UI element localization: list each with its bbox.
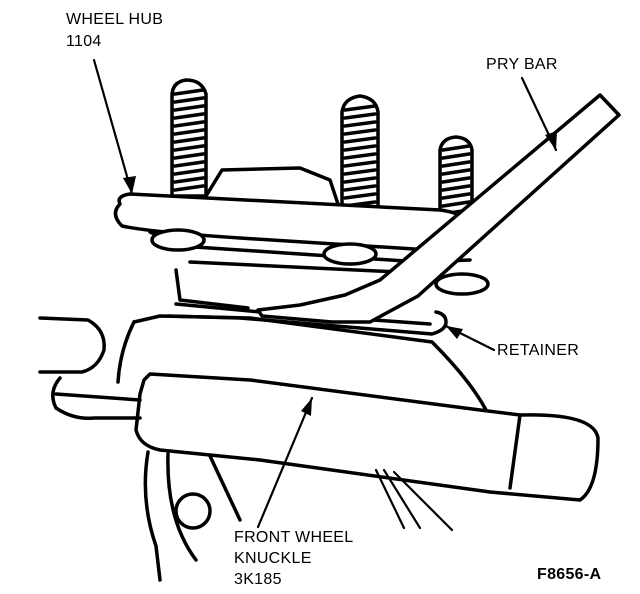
- retainer-label: RETAINER: [497, 342, 580, 359]
- stud-thread-line: [173, 160, 205, 168]
- stud-thread-line: [343, 136, 377, 144]
- stud-thread-line: [173, 136, 205, 144]
- stud-thread-line: [173, 120, 205, 128]
- pry-bar-label: PRY BAR: [486, 56, 558, 73]
- knuckle-arrowhead: [301, 398, 312, 416]
- stud-thread-line: [441, 200, 471, 208]
- stud-thread-line: [343, 168, 377, 176]
- stud-thread-line: [343, 160, 377, 168]
- pry-bar-arrowhead: [545, 131, 557, 150]
- stud-thread-line: [343, 128, 377, 136]
- stud-thread-line: [343, 192, 377, 200]
- stud-thread-line: [343, 104, 377, 112]
- stud-thread-line: [441, 144, 471, 152]
- knuckle-name-line1: FRONT WHEEL: [234, 529, 354, 546]
- stud-thread-line: [441, 184, 471, 192]
- stud-thread-line: [343, 176, 377, 184]
- stud-thread-line: [173, 184, 205, 192]
- stud-thread-line: [173, 128, 205, 136]
- stud-thread-line: [173, 144, 205, 152]
- stud-thread-line: [441, 176, 471, 184]
- stud-thread-line: [173, 88, 205, 96]
- retainer-arrowhead: [446, 326, 463, 339]
- knuckle-leader: [256, 396, 314, 529]
- stud-thread-line: [441, 152, 471, 160]
- stud-thread-line: [173, 176, 205, 184]
- stud-thread-line: [173, 104, 205, 112]
- stud-thread-line: [343, 184, 377, 192]
- hub-flange: [113, 166, 490, 310]
- front-wheel-knuckle: [38, 314, 600, 582]
- stud-thread-line: [441, 168, 471, 176]
- stud-thread-line: [343, 152, 377, 160]
- wheel-hub-part-number: 1104: [66, 33, 102, 50]
- wheel-stud-left: [170, 78, 208, 198]
- leader-lines: [92, 58, 558, 529]
- knuckle-name-line2: KNUCKLE: [234, 550, 312, 567]
- wheel-hub-arrowhead: [123, 176, 136, 194]
- pry-bar: [256, 93, 621, 324]
- wheel-hub-name-label: WHEEL HUB: [66, 11, 164, 28]
- stud-thread-line: [343, 112, 377, 120]
- stud-thread-line: [173, 168, 205, 176]
- figure-id: F8656-A: [537, 566, 602, 583]
- stud-thread-line: [441, 192, 471, 200]
- knuckle-part-number: 3K185: [234, 571, 282, 588]
- stud-thread-line: [343, 120, 377, 128]
- stud-thread-line: [173, 96, 205, 104]
- stud-thread-line: [173, 112, 205, 120]
- stud-thread-line: [441, 160, 471, 168]
- wheel-stud-center: [340, 94, 380, 214]
- wheel-hub-leader: [92, 58, 134, 196]
- stud-thread-line: [343, 144, 377, 152]
- stud-thread-line: [173, 152, 205, 160]
